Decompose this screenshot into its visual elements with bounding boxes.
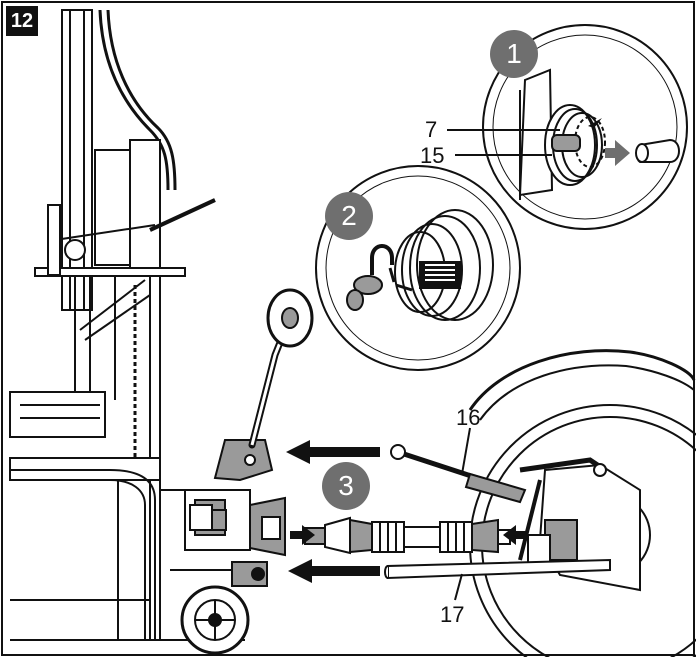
callout-17: 17 <box>440 602 465 627</box>
pto-shaft <box>304 516 511 555</box>
arrow-left-bottom <box>288 559 380 583</box>
lower-link-17 <box>384 558 611 580</box>
arrow-left-top <box>286 440 380 464</box>
step-1-marker: 1 <box>490 30 538 78</box>
step-2-marker: 2 <box>325 192 373 240</box>
log-splitter <box>9 9 255 655</box>
detail-1 <box>447 24 688 230</box>
callout-7: 7 <box>425 117 438 142</box>
step-3-marker: 3 <box>322 462 370 510</box>
tractor-rear <box>468 349 696 657</box>
callout-15: 15 <box>420 143 445 168</box>
motion-arrows <box>286 440 528 583</box>
arrow-left-small <box>503 525 528 545</box>
top-link-16 <box>390 444 527 504</box>
arrow-right-detail1 <box>605 140 630 166</box>
arrow-right-small <box>290 525 315 545</box>
figure-number-badge: 12 <box>6 6 38 36</box>
callout-16: 16 <box>456 405 481 430</box>
pto-coupling-splitter <box>189 504 227 531</box>
